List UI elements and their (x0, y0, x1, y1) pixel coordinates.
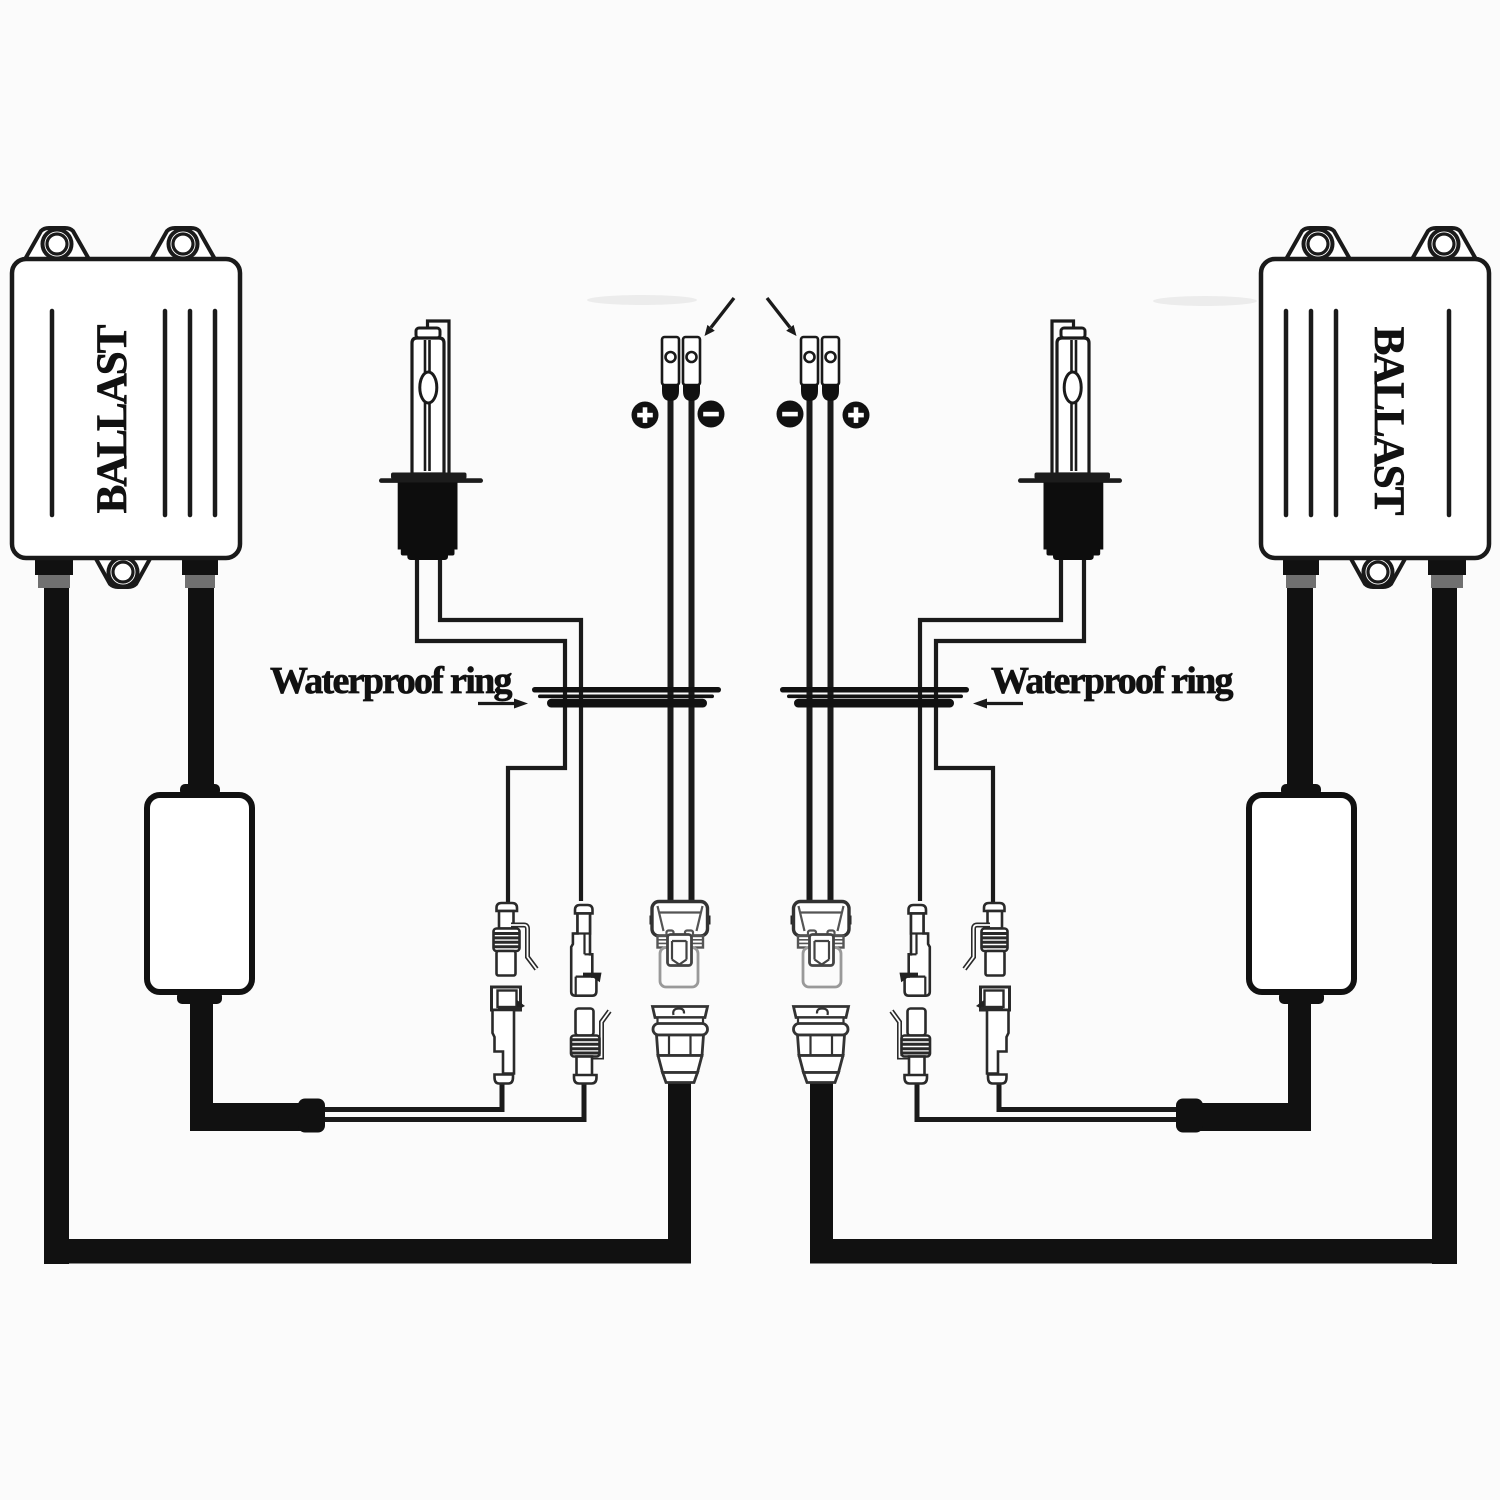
svg-text:BALLAST: BALLAST (1365, 327, 1412, 516)
svg-text:BALLAST: BALLAST (89, 324, 136, 513)
svg-text:Waterproof ring: Waterproof ring (991, 660, 1234, 702)
svg-text:Waterproof ring: Waterproof ring (270, 660, 513, 702)
